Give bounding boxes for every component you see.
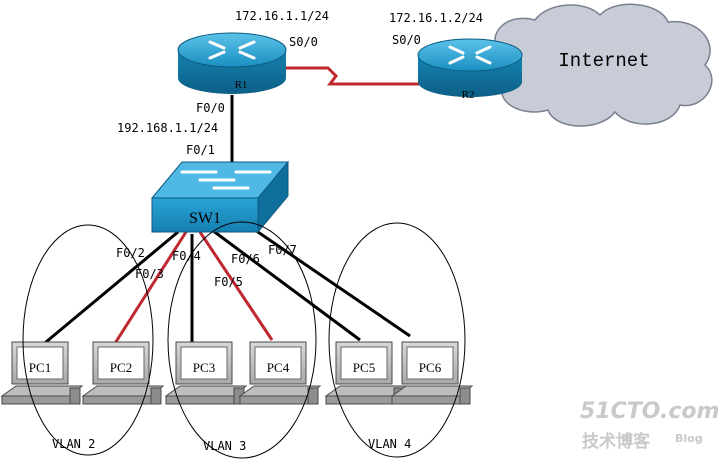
cable-pc5 [211,228,361,342]
r2-s0-ip: 172.16.1.2/24 [389,11,483,25]
port-label: F0/4 [172,249,201,263]
pc-label: PC5 [353,360,375,375]
vlan-3-ellipse [167,221,317,459]
watermark-site: 51CTO.com [580,399,718,424]
pc-label: PC3 [193,360,215,375]
switch-sw1: SW1 [150,160,290,234]
r1-s0-ip: 172.16.1.1/24 [235,9,329,23]
router-arrows-icon [208,40,256,60]
r1-f0-ip: 192.168.1.1/24 [117,121,218,135]
pc-label: PC6 [419,360,442,375]
port-label: F0/6 [231,252,260,266]
internet-cloud: Internet [487,3,713,127]
r1-f0-port: F0/0 [196,101,225,115]
pc-label: PC2 [110,360,132,375]
cable-pc6 [251,226,411,338]
vlan-4-ellipse [328,222,466,458]
pc-label: PC1 [29,360,51,375]
watermark: 51CTO.com 技术博客 Blog [580,399,718,452]
pc-1: PC1 [0,341,84,405]
vlan-label: VLAN 2 [52,437,95,451]
vlan-label: VLAN 4 [368,437,411,451]
r1-s0-port: S0/0 [289,35,318,49]
pc-2: PC2 [81,341,165,405]
port-label: F0/5 [214,275,243,289]
router-arrows-icon [448,45,492,65]
pc-5: PC5 [324,341,408,405]
cloud-shape [487,3,713,127]
port-label: F0/7 [268,243,297,257]
switch-arrows-icon [180,170,272,190]
vlan-2-ellipse [22,224,154,456]
r2-name: R2 [462,89,475,101]
pc-label: PC4 [267,360,290,375]
sw1-name: SW1 [189,210,221,227]
watermark-blog: Blog [675,432,703,445]
cable-pc1 [39,230,179,349]
access-cables [39,226,411,349]
r2-s0-port: S0/0 [392,33,421,47]
pc-6: PC6 [390,341,474,405]
pc-3: PC3 [164,341,248,405]
router-r1: R1 [177,32,287,94]
router-r2: R2 [417,38,523,101]
vlan-label: VLAN 3 [203,439,246,453]
r1-name: R1 [235,79,248,91]
pc-group: PC1 PC2 PC3 PC4 PC5 PC6 [0,341,474,405]
cable-pc2 [110,231,188,349]
internet-label: Internet [558,50,649,72]
pc-4: PC4 [238,341,322,405]
serial-link [282,66,420,86]
cable-pc4 [198,231,274,341]
watermark-blog-cn: 技术博客 [582,431,651,452]
sw1-uplink-port: F0/1 [186,143,215,157]
